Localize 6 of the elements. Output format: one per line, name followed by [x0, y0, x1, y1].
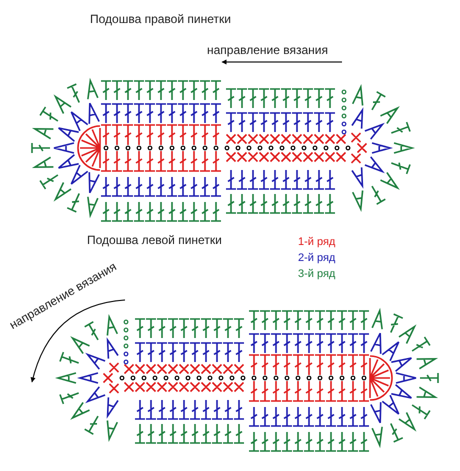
chart-title: Подошва правой пинетки [90, 12, 231, 26]
legend-entry: 1-й ряд [298, 235, 336, 249]
chart-title: Подошва левой пинетки [87, 233, 222, 247]
legend-entry: 3-й ряд [298, 267, 336, 281]
direction-label: направление вязания [207, 43, 328, 57]
legend-entry: 2-й ряд [298, 251, 336, 265]
